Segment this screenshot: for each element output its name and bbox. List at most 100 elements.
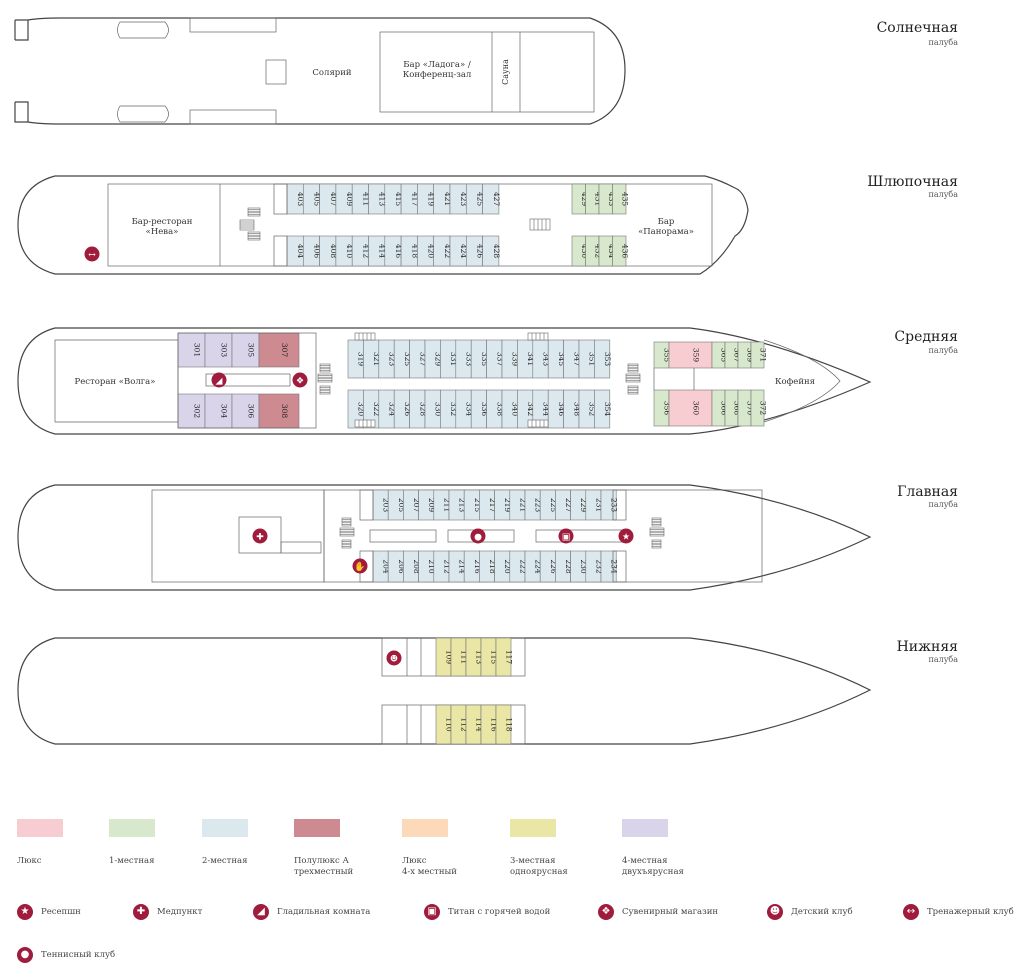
cabin-number: 344 [542, 402, 551, 417]
middle-aft-block [177, 332, 317, 429]
solarium-label: Солярий [312, 68, 351, 78]
cabin-number: 410 [345, 244, 354, 259]
cabin-number: 424 [459, 244, 468, 259]
cabin-number: 404 [296, 244, 305, 259]
cabin-number: 113 [475, 650, 484, 665]
deck-name-boat: Шлюпочная [867, 174, 958, 190]
cabin-307[interactable] [258, 332, 300, 368]
cabin-303[interactable] [204, 332, 233, 368]
stairs-frame [527, 332, 549, 341]
cabin-number: 341 [526, 352, 535, 366]
cabin-number: 324 [388, 402, 397, 417]
cabin-number: 359 [692, 348, 701, 363]
bar-ladoga-label: Бар «Ладога» /Конференц-зал [403, 60, 472, 80]
cabin-number: 343 [542, 352, 551, 367]
cabin-number: 419 [427, 192, 436, 207]
ironing-icon [211, 372, 227, 388]
cabin-435[interactable] [612, 183, 627, 215]
cabin-number: 334 [465, 402, 474, 417]
bar-panorama-label: Бар«Панорама» [638, 217, 694, 237]
cabin-number: 421 [443, 192, 452, 206]
cabin-number: 435 [620, 192, 629, 207]
middle-fore-corridor [653, 368, 695, 390]
cabin-302[interactable] [177, 393, 206, 429]
cabin-number: 231 [594, 498, 603, 512]
cabin-number: 301 [193, 343, 202, 357]
cabin-number: 308 [280, 404, 289, 419]
main-stub [612, 489, 627, 521]
cabin-117[interactable] [495, 637, 512, 677]
main-center-box [535, 529, 631, 543]
cabin-number: 319 [357, 352, 366, 367]
cabin-354[interactable] [594, 389, 611, 429]
cabin-number: 369 [746, 348, 755, 363]
cabin-number: 367 [733, 348, 742, 363]
legend-swatch [294, 819, 340, 837]
cabin-number: 116 [490, 717, 499, 732]
cabin-number: 329 [434, 352, 443, 367]
deck-sub-middle: палуба [928, 346, 958, 355]
gift-icon-glyph: ❖ [296, 377, 304, 387]
cabin-233[interactable] [600, 489, 617, 521]
main-center-box [369, 529, 437, 543]
deck-sub-lower: палуба [928, 655, 958, 664]
cabin-number: 360 [692, 401, 701, 416]
stairs-frame [339, 527, 355, 537]
kids-club-icon: ☻ [767, 904, 783, 920]
cabin-number: 352 [588, 402, 597, 417]
cabin-372[interactable] [750, 389, 765, 427]
icon-legend-label: Сувенирный магазин [622, 907, 719, 917]
cabin-428[interactable] [482, 235, 500, 267]
cabin-427[interactable] [482, 183, 500, 215]
main-deck-hull [17, 484, 872, 591]
cabin-number: 112 [460, 717, 469, 732]
stairs-main-left [341, 517, 352, 527]
cabin-301[interactable] [177, 332, 206, 368]
cabin-305[interactable] [231, 332, 260, 368]
cabin-number: 206 [397, 559, 406, 574]
stairs-frame [247, 231, 261, 241]
legend-swatch [109, 819, 155, 837]
cabin-number: 425 [475, 192, 484, 207]
gift-icon [292, 372, 308, 388]
cabin-436[interactable] [612, 235, 627, 267]
cabin-234[interactable] [600, 550, 617, 583]
stairs-main-right2 [649, 527, 665, 537]
cabin-308[interactable] [258, 393, 300, 429]
icon-legend-label: Титан с горячей водой [448, 907, 551, 917]
cabin-number: 405 [312, 192, 321, 207]
cabin-number: 403 [296, 192, 305, 207]
cabin-number: 215 [473, 498, 482, 513]
icon-legend-label: Медпункт [157, 907, 203, 917]
icon-legend-label: Тренажерный клуб [927, 907, 1014, 917]
tennis-icon: ● [17, 947, 33, 963]
icon-legend-item: ●Теннисный клуб [17, 947, 115, 963]
icon-legend-item: ❖Сувенирный магазин [598, 904, 718, 920]
cabin-number: 332 [449, 402, 458, 417]
cabin-number: 428 [492, 244, 501, 259]
deck-name-middle: Средняя [894, 329, 958, 345]
stairs-frame [651, 517, 662, 527]
stairs-boat-mid [529, 218, 551, 231]
cabin-number: 436 [620, 244, 629, 259]
bar-neva-label: Бар-ресторан«Нева» [132, 217, 193, 237]
middle-deck-hull [17, 327, 872, 435]
stairs-main-left2 [339, 527, 355, 537]
cabin-number: 204 [382, 559, 391, 574]
cabin-number: 109 [445, 650, 454, 665]
cabin-number: 413 [378, 192, 387, 207]
cabin-360[interactable] [668, 389, 713, 427]
cabin-number: 220 [503, 559, 512, 574]
cabin-353[interactable] [594, 339, 611, 379]
cabin-359[interactable] [668, 341, 713, 369]
cabin-number: 227 [564, 498, 573, 513]
cabin-number: 306 [247, 404, 256, 419]
cabin-number: 320 [357, 402, 366, 417]
deck-sub-main: палуба [928, 500, 958, 509]
cabin-371[interactable] [750, 341, 765, 369]
cabin-number: 336 [480, 402, 489, 417]
cabin-118[interactable] [495, 704, 512, 745]
sun-lifeboat-top [117, 21, 169, 39]
deck-name-main: Главная [897, 484, 958, 500]
cafe-room [763, 339, 841, 423]
